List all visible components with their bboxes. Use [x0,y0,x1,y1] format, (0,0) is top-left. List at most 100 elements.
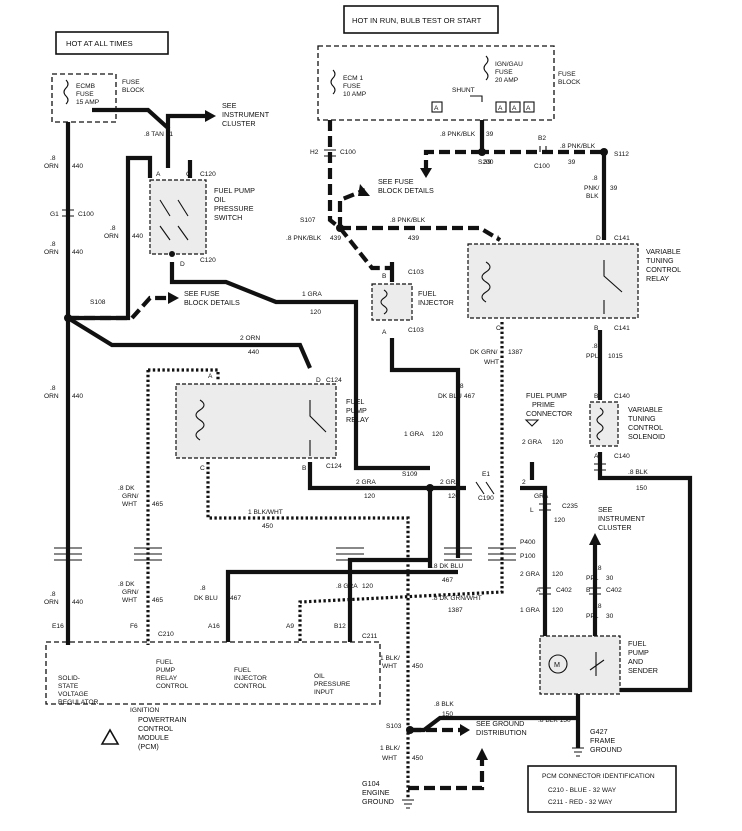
w2b: ORN [44,249,59,256]
wire-labels: .8 ORN 440 .8 ORN 440 .8 ORN 440 .8 ORN … [44,131,648,762]
fuse-term-3-a: A [512,105,517,112]
s103: S103 [386,723,402,730]
w-orn440-mid-b: 440 [248,349,259,356]
c124-top: C124 [326,377,342,384]
w-dkblu-c-b: DK BLU [194,595,218,602]
prime-l1: FUEL PUMP [526,391,567,400]
e1: E1 [482,471,490,478]
wire-gra-120-s109 [307,462,433,568]
w-pnk439-h-b: 39 [486,131,494,138]
w-450a-a: 1 BLK/WHT [248,509,283,516]
splice-s112 [600,148,608,156]
fuse-block-left [51,73,117,123]
pin-a-oil: A [156,171,161,178]
ign-fuse-symbol [483,55,489,81]
w-blk-b-a: .8 BLK [434,701,454,708]
pin-b12: B12 [334,623,346,630]
w-pnk439-s107-a: .8 PNK/BLK [390,217,426,224]
s200: S200 [478,159,494,166]
c402-a: C402 [556,587,572,594]
w-gra-c402-a: 1 GRA [520,607,540,614]
pin-d-relay: D [316,377,321,384]
c190-mark [475,481,495,495]
pump-sender-l3: AND [628,657,643,666]
esd-warning-icon [100,728,120,745]
pcm-name-l3: MODULE [138,733,169,742]
w-gra120-top-a: 1 GRA [302,291,322,298]
wire-blk-150-solenoid [578,452,693,693]
ecm1-fuse-symbol [330,69,336,95]
w-pnk39-v-d: 39 [610,185,618,192]
arrow-cluster-top [205,110,216,122]
inline-conn-3 [336,547,364,561]
c100-left: C100 [78,211,94,218]
w-gra-e1-b: 120 [448,493,459,500]
pcm-inj-l3: CONTROL [234,683,267,690]
fuel-pump-sender-box [539,635,621,695]
c210: C210 [158,631,174,638]
c100-b2-mark [539,146,547,152]
w-gra-c235-d: 120 [554,517,565,524]
w-gra-mid-a: 1 GRA [404,431,424,438]
fuse-block-left-l2: BLOCK [122,87,145,94]
w2c: 440 [72,249,83,256]
pcm-name-l4: (PCM) [138,742,159,751]
fuse-block-right [317,45,555,121]
oil-switch-l3: PRESSURE [214,204,254,213]
s108: S108 [90,299,106,306]
w1a: .8 [50,155,56,162]
wire-pnk-injector [338,226,392,271]
pin-f6: F6 [130,623,138,630]
vtc-sol-l2: TUNING [628,414,656,423]
fuse-block-right-l2: BLOCK [558,79,581,86]
ign-fuse-l1: IGN/GAU [495,61,523,68]
pin-a16: A16 [208,623,220,630]
w-gra120-top-b: 120 [310,309,321,316]
c140-bot-mark [594,463,606,471]
g104-l2: ENGINE [362,788,390,797]
pcm-ignition: IGNITION [130,707,160,714]
wire-tan-31-cluster [165,113,205,128]
arrow-cluster-right [589,533,601,545]
w-pnk39-v-c: BLK [586,193,599,200]
see-ground-l2: DISTRIBUTION [476,728,527,737]
pin-b-vtc: B [594,325,599,332]
fuse-term-2 [495,101,507,113]
fuse-term-3 [509,101,521,113]
w-465b-c: WHT [122,597,137,604]
fuel-pump-relay-box [175,383,337,459]
pin-a-c402: A [536,587,541,594]
pcm-oil-l3: INPUT [314,689,334,696]
c120-top: C120 [200,171,216,178]
w-450a-b: 450 [262,523,273,530]
c140-bot: C140 [614,453,630,460]
w-gra-c235-a: 2 [522,479,526,486]
wire-gra-120-switch-out [169,262,430,471]
see-cluster-right-l3: CLUSTER [598,523,632,532]
w-465b-d: 465 [152,597,163,604]
w-orn440-mid-a: 2 ORN [240,335,260,342]
prime-l3: CONNECTOR [526,409,572,418]
vtc-relay-l3: CONTROL [646,265,681,274]
w4a: .8 [50,385,56,392]
fuse-block-left-l1: FUSE [122,79,140,86]
wire-tan-31 [92,107,171,168]
w-pnk39-b2-b: 39 [568,159,576,166]
arrow-ground-up [476,748,488,760]
pcm-solid-l2: STATE [58,683,79,690]
w-dkgrn-a-c: 1387 [508,349,523,356]
injector-l1: FUEL [418,289,436,298]
pin-a-vtc: A [496,235,501,242]
w-blk-c: .8 BLK 150 [538,717,571,724]
wire-blkwht-450 [206,462,410,800]
w-dkblu-a-c: 467 [464,393,475,400]
see-cluster-top-l2: INSTRUMENT [222,110,270,119]
w1b: ORN [44,163,59,170]
pin-b-sol: B [594,393,599,400]
c100-top-mark [324,149,336,157]
pin-b-relay: B [302,465,307,472]
w2a: .8 [50,241,56,248]
w-dkgrn-b-a: .8 DK GRN/WHT [432,595,482,602]
w-gra-c235-c: GRA [534,493,549,500]
